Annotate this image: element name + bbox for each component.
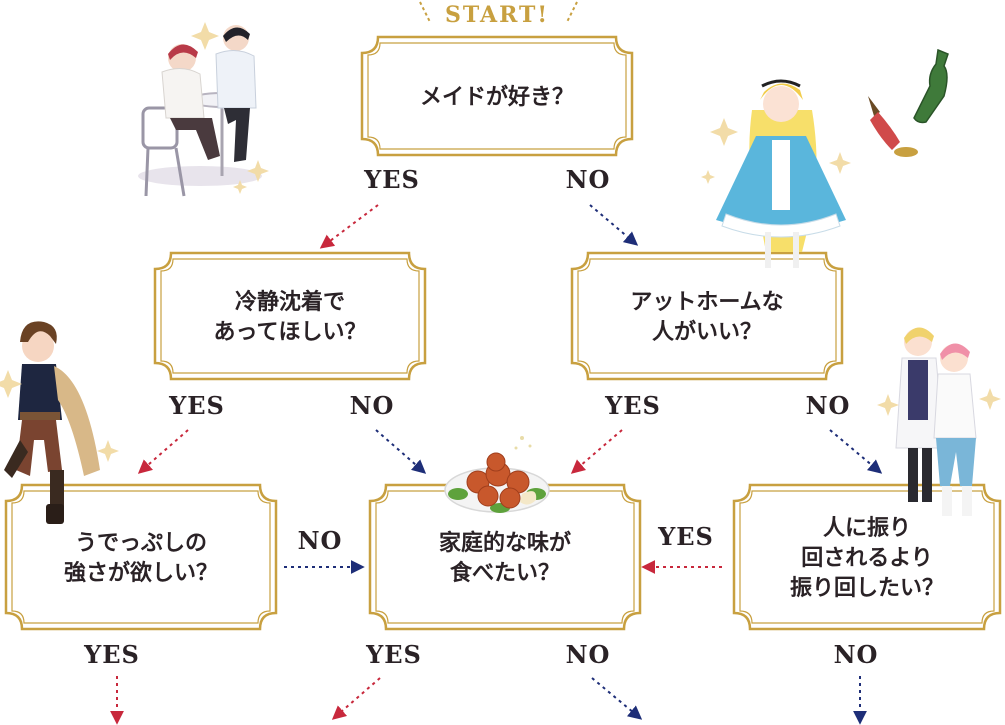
question-q6-line-3: 振り回したい？	[790, 576, 944, 601]
arrow-q1-yes	[319, 204, 379, 249]
question-q3-line-1: アットホームな	[630, 290, 783, 315]
illustration-swordsman	[0, 321, 119, 524]
label-q2-no: NO	[350, 391, 395, 420]
question-q3-line-2: 人がいい？	[652, 319, 762, 345]
label-q5-yes: YES	[365, 640, 422, 669]
label-q1-yes: YES	[363, 165, 420, 194]
illustration-pair	[877, 327, 1001, 516]
label-q1-no: NO	[566, 165, 611, 194]
label-q4-no: NO	[298, 526, 343, 555]
label-q4-yes: YES	[83, 640, 140, 669]
question-q2-line-1: 冷静沈着で	[235, 289, 345, 315]
arrow-q1-no	[589, 204, 639, 246]
arrow-q5-yes	[331, 677, 381, 720]
illustration-cafe-couple	[138, 22, 269, 197]
arrow-q3-yes	[570, 429, 623, 474]
arrow-q2-no	[375, 429, 427, 474]
question-q5-line-1: 家庭的な味が	[439, 530, 571, 556]
arrow-q3-no	[829, 429, 883, 474]
illustration-maid	[701, 79, 851, 268]
label-q6-yes: YES	[657, 522, 714, 551]
label-q3-yes: YES	[604, 391, 661, 420]
question-q4-line-1: うでっぷしの	[75, 531, 207, 556]
question-box-q1: メイドが好き？	[360, 35, 634, 157]
label-q2-yes: YES	[168, 391, 225, 420]
edge-labels: YES NO YES NO YES NO NO YES YES YES NO N…	[83, 165, 879, 669]
question-q5-line-2: 食べたい？	[450, 560, 560, 586]
arrow-q5-no	[591, 677, 643, 720]
label-q5-no: NO	[566, 640, 611, 669]
start-marker: START!	[419, 1, 578, 28]
question-q6-line-2: 回されるより	[801, 546, 933, 571]
question-q6-line-1: 人に振り	[823, 516, 911, 541]
arrow-q2-yes	[137, 429, 189, 474]
label-q6-no: NO	[834, 640, 879, 669]
illustration-food	[444, 436, 550, 513]
arrows	[110, 204, 883, 725]
question-q1-line-1: メイドが好き？	[420, 84, 574, 110]
illustration-bottles	[868, 48, 949, 157]
question-q4-line-2: 強さが欲しい？	[64, 560, 218, 586]
label-q3-no: NO	[806, 391, 851, 420]
start-label: START!	[445, 2, 549, 28]
question-q2-line-2: あってほしい？	[214, 320, 367, 345]
